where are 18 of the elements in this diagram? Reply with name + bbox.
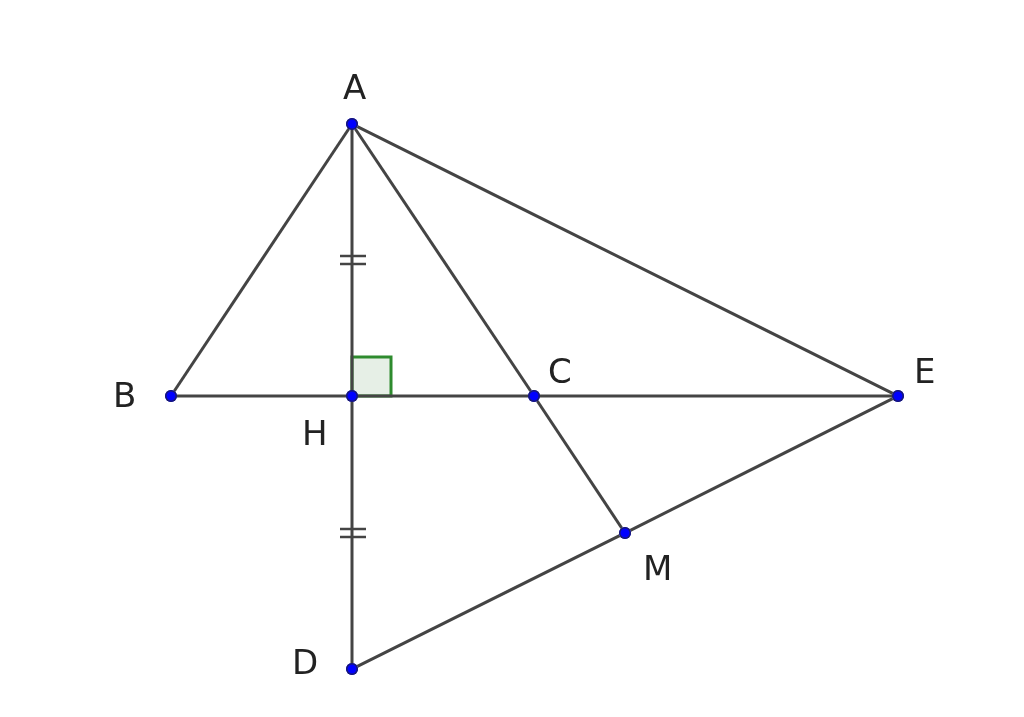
- line-segment: [629, 397, 894, 532]
- line-segment: [177, 394, 346, 398]
- point-label: D: [292, 645, 319, 679]
- line-segment: [350, 402, 354, 663]
- line-segment: [173, 128, 350, 392]
- point-label: B: [113, 378, 137, 412]
- point-label: E: [914, 354, 936, 388]
- line-segment: [540, 394, 892, 398]
- line-segment: [350, 130, 354, 390]
- point-label: H: [302, 416, 328, 450]
- point-label: C: [548, 354, 572, 388]
- line-segment: [358, 394, 528, 398]
- point-label: A: [343, 70, 367, 104]
- line-segment: [354, 128, 532, 392]
- line-segment: [536, 400, 623, 529]
- line-segment: [356, 534, 621, 668]
- point-label: M: [643, 551, 673, 585]
- line-segment: [356, 125, 894, 395]
